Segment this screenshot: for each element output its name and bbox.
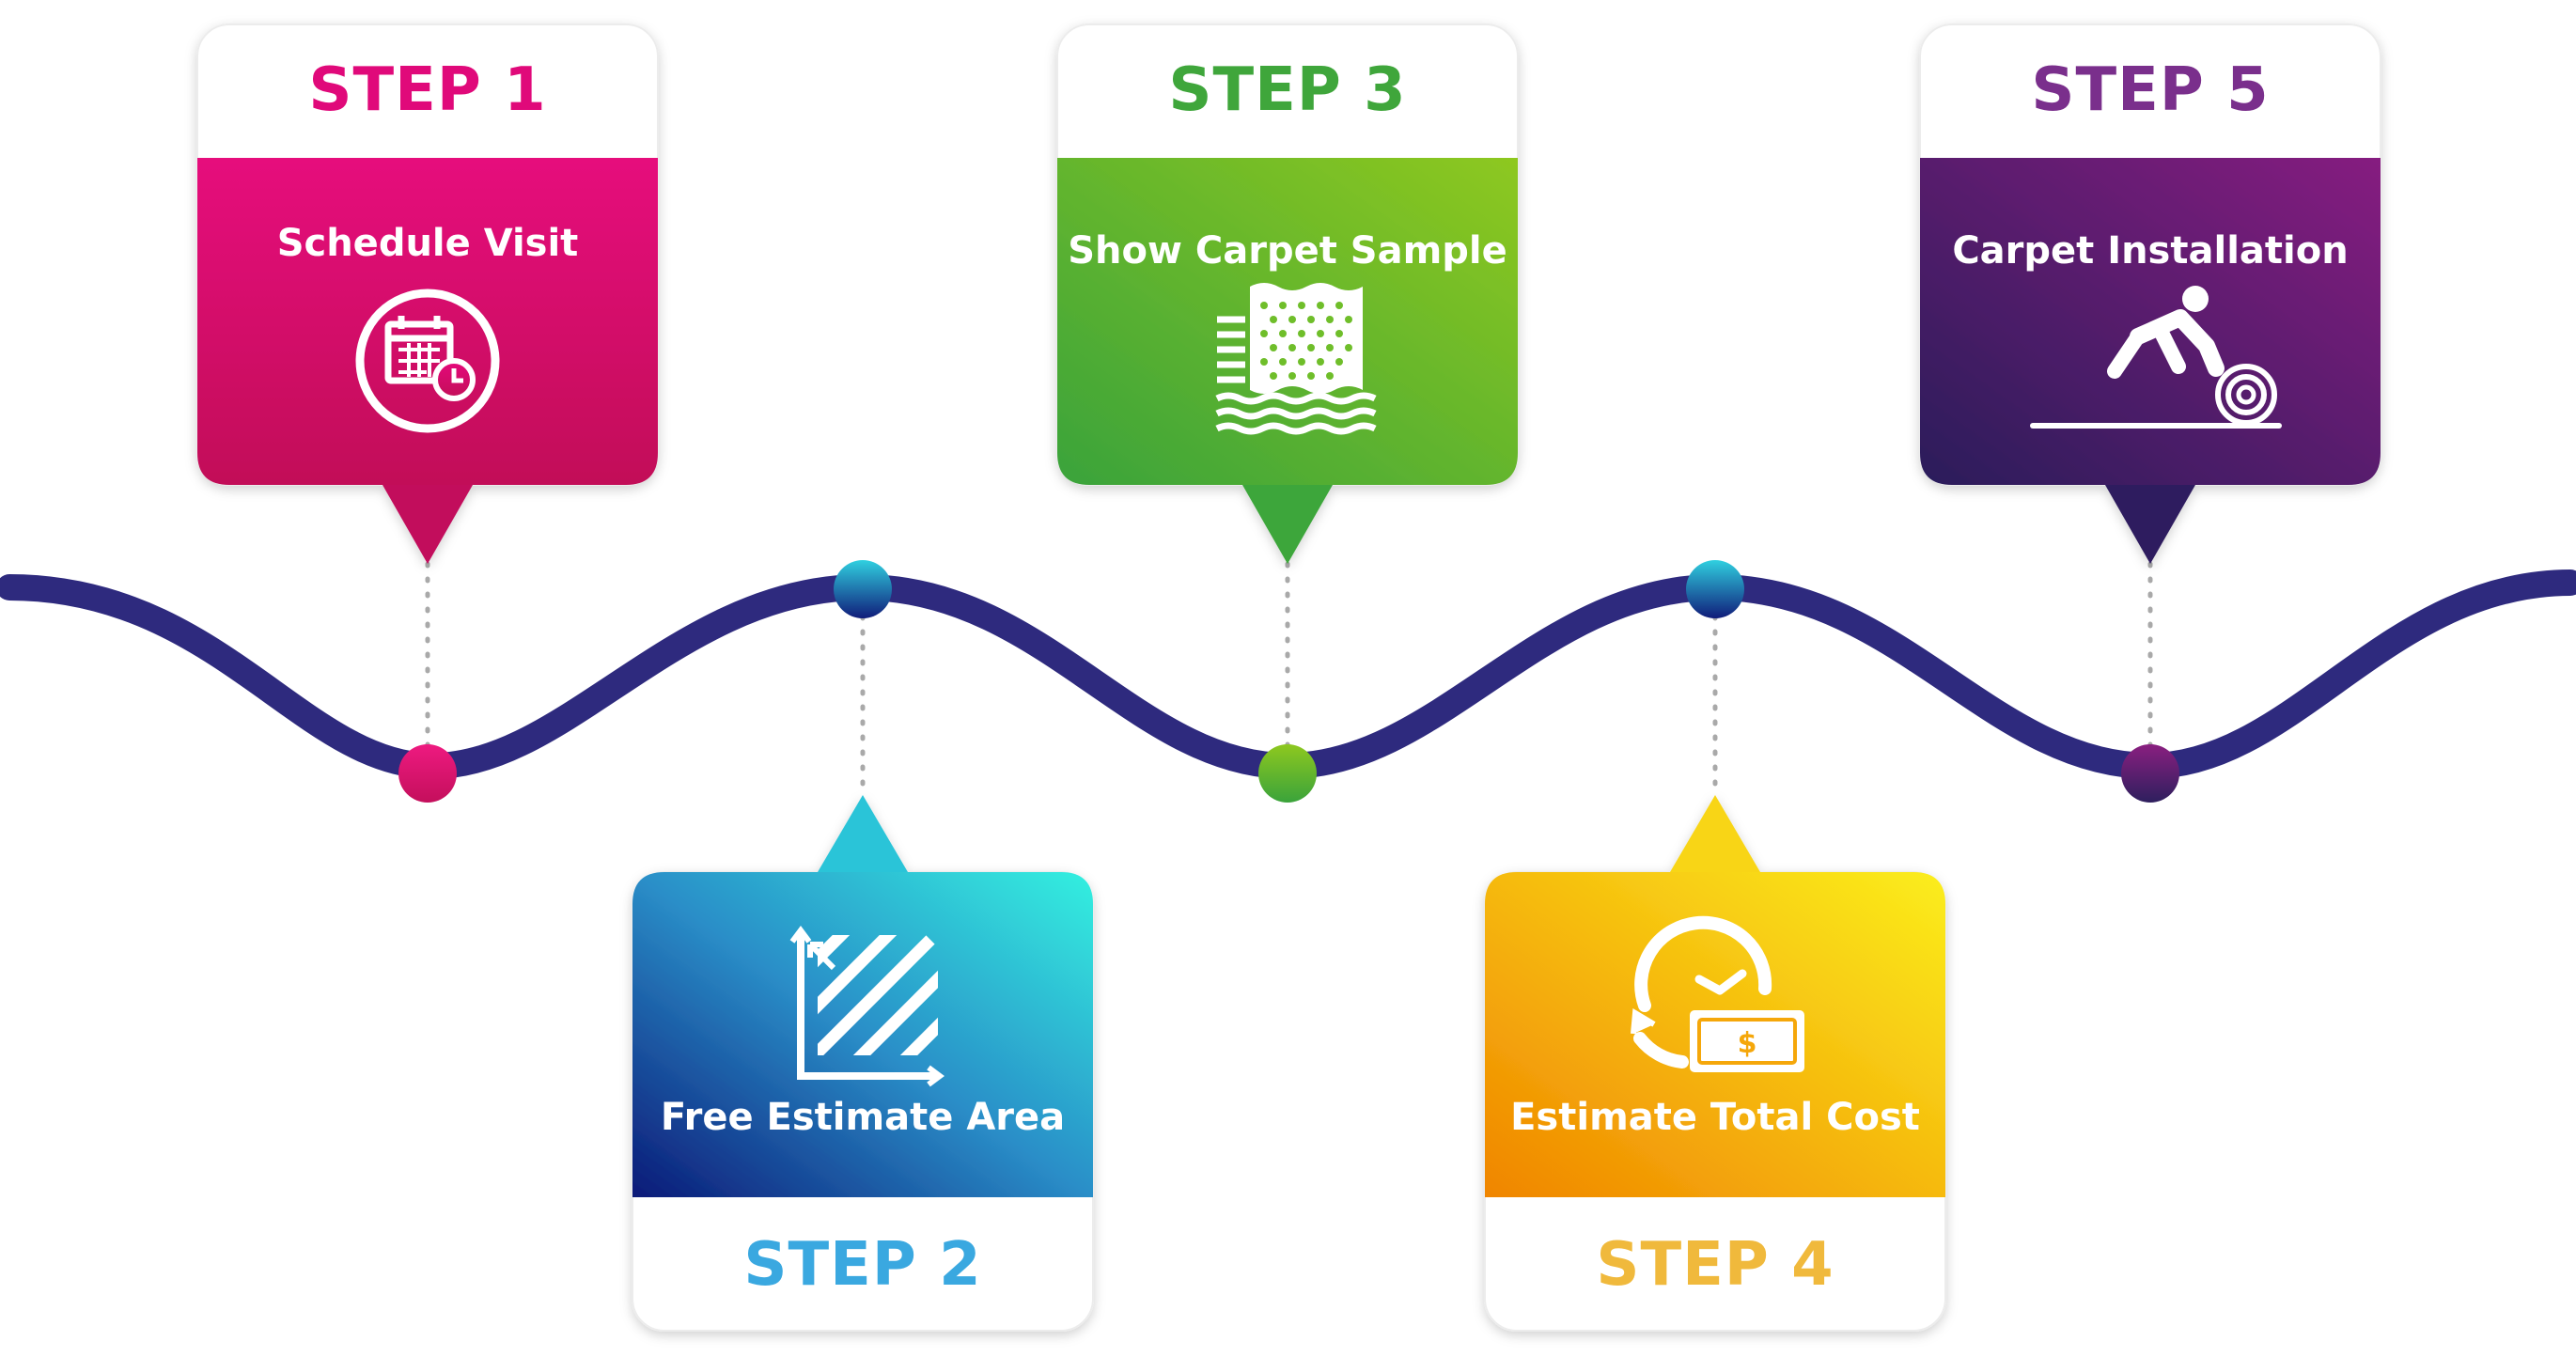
step-3-title: Show Carpet Sample (1068, 229, 1507, 273)
svg-text:$: $ (1738, 1027, 1757, 1060)
carpet-installer-icon (2030, 286, 2282, 429)
step-5-card: STEP 5 Carpet Installation (1920, 24, 2381, 487)
time-money-icon: $ (1631, 915, 1804, 1072)
step-2-title: Free Estimate Area (660, 1096, 1066, 1139)
timeline-dot-step-2 (834, 560, 892, 618)
step-4-title: Estimate Total Cost (1510, 1096, 1920, 1139)
step-5-card-shape (1919, 23, 2381, 564)
step-2-number: STEP 2 (743, 1230, 982, 1300)
step-1-title: Schedule Visit (276, 222, 579, 265)
timeline-dot-step-4 (1686, 560, 1744, 618)
timeline-dot-step-5 (2121, 744, 2179, 803)
step-5-number: STEP 5 (2031, 55, 2270, 125)
step-1-card: STEP 1 Schedule Visit (197, 24, 658, 487)
step-3-card: STEP 3 Show Carpet Sample (1057, 24, 1518, 487)
area-measure-icon (789, 926, 945, 1087)
step-2-card: Free Estimate Area STEP 2 (632, 868, 1093, 1331)
timeline-dot-step-1 (398, 744, 457, 803)
step-4-card: Estimate Total Cost STEP 4 (1485, 868, 1945, 1331)
step-1-number: STEP 1 (308, 55, 547, 125)
step-1-card-shape (196, 23, 659, 564)
step-5-title: Carpet Installation (1952, 229, 2349, 273)
timeline-dot-step-3 (1258, 744, 1317, 803)
carpet-sample-icon (1215, 283, 1377, 435)
step-3-number: STEP 3 (1168, 55, 1407, 125)
step-2-card-shape (632, 795, 1094, 1332)
step-4-number: STEP 4 (1596, 1230, 1834, 1300)
calendar-clock-icon (355, 289, 500, 433)
